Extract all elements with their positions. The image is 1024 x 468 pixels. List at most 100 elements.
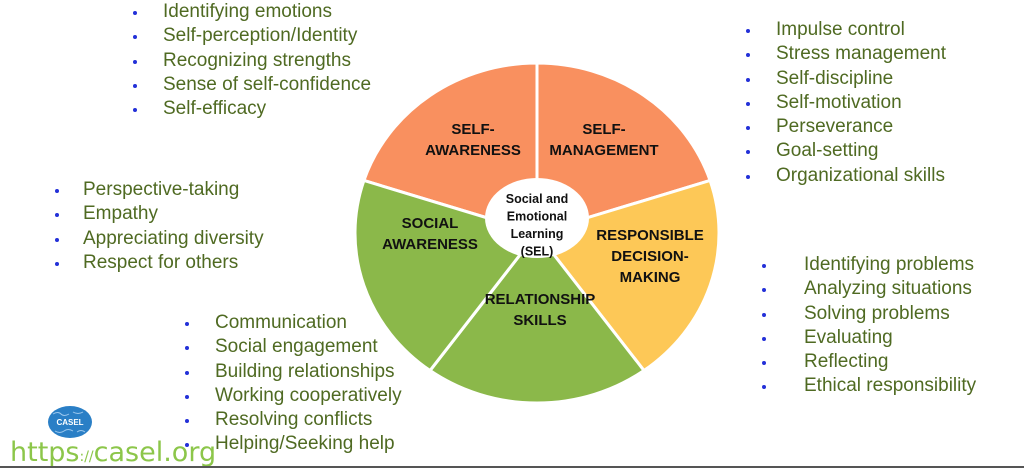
list-item: Working cooperatively xyxy=(185,384,402,408)
list-item-text: Working cooperatively xyxy=(215,384,402,406)
url-host: casel.org xyxy=(93,437,217,468)
list-item-text: Ethical responsibility xyxy=(804,375,977,397)
center-label: Social and xyxy=(506,192,569,206)
list-item-text: Self-discipline xyxy=(776,67,894,89)
list-item: Social engagement xyxy=(185,335,402,359)
bullet-icon xyxy=(762,312,766,317)
list-item-text: Identifying emotions xyxy=(163,1,332,22)
casel-url-link[interactable]: https://casel.org xyxy=(10,437,216,468)
list-item-text: Helping/Seeking help xyxy=(215,433,395,455)
list-item-text: Self-motivation xyxy=(776,91,902,113)
segment-label: MANAGEMENT xyxy=(549,142,658,159)
list-item: Respect for others xyxy=(55,251,264,275)
bullet-icon xyxy=(762,336,766,341)
segment-label: SELF- xyxy=(451,121,494,138)
list-item: Self-perception/Identity xyxy=(133,24,371,48)
center-circle xyxy=(485,178,589,258)
svg-text:CASEL: CASEL xyxy=(56,418,83,427)
list-item-text: Empathy xyxy=(83,203,158,225)
list-item-text: Recognizing strengths xyxy=(163,49,351,71)
bullet-icon xyxy=(746,101,750,106)
list-item: Sense of self-confidence xyxy=(133,73,371,97)
segment-relationship-skills xyxy=(427,230,647,405)
bottom-divider xyxy=(0,466,1024,468)
list-item-text: Evaluating xyxy=(804,326,893,348)
list-item: Resolving conflicts xyxy=(185,408,402,432)
bullet-icon xyxy=(746,174,750,179)
bullet-icon xyxy=(55,261,59,266)
list-item: Stress management xyxy=(746,42,946,66)
segment-label: SKILLS xyxy=(513,312,566,329)
list-item-text: Analyzing situations xyxy=(804,278,972,300)
list-item: Appreciating diversity xyxy=(55,227,264,251)
list-item-text: Impulse control xyxy=(776,19,905,40)
list-item: Helping/Seeking help xyxy=(185,432,402,456)
segment-label: MAKING xyxy=(620,269,681,286)
list-item-text: Building relationships xyxy=(215,360,395,382)
bullet-icon xyxy=(746,29,750,33)
bullet-icon xyxy=(185,394,189,399)
center-label: Learning xyxy=(511,227,564,241)
bullet-icon xyxy=(185,443,189,448)
list-item: Impulse control xyxy=(746,18,946,42)
segment-self-management xyxy=(535,61,713,236)
list-item: Organizational skills xyxy=(746,164,946,188)
segment-label: AWARENESS xyxy=(425,142,521,159)
bullet-icon xyxy=(762,385,766,390)
list-item: Recognizing strengths xyxy=(133,49,371,73)
list-item-text: Goal-setting xyxy=(776,140,879,162)
segment-label: DECISION- xyxy=(611,248,689,265)
list-item: Building relationships xyxy=(185,360,402,384)
segment-label: RESPONSIBLE xyxy=(596,227,704,244)
list-item: Self-motivation xyxy=(746,91,946,115)
bullet-icon xyxy=(133,83,137,88)
bullet-icon xyxy=(762,288,766,293)
list-item: Identifying problems xyxy=(762,253,976,277)
list-item-text: Sense of self-confidence xyxy=(163,73,372,95)
bullet-icon xyxy=(55,189,59,193)
list-item: Ethical responsibility xyxy=(762,374,976,398)
bullet-icon xyxy=(746,77,750,82)
list-item: Perseverance xyxy=(746,115,946,139)
center-label: (SEL) xyxy=(521,245,554,259)
bullet-icon xyxy=(746,126,750,131)
bullet-icon xyxy=(55,237,59,242)
segment-self-awareness xyxy=(361,61,539,236)
list-item: Evaluating xyxy=(762,326,976,350)
list-item: Self-efficacy xyxy=(133,97,371,121)
list-item: Analyzing situations xyxy=(762,277,976,301)
list-item: Reflecting xyxy=(762,350,976,374)
bullet-icon xyxy=(185,419,189,424)
bullet-icon xyxy=(55,213,59,218)
bullet-icon xyxy=(746,53,750,58)
list-item-text: Social engagement xyxy=(215,336,378,358)
bullet-icon xyxy=(746,150,750,155)
list-item-text: Organizational skills xyxy=(776,164,945,186)
list-item-text: Appreciating diversity xyxy=(83,227,264,249)
list-item: Solving problems xyxy=(762,302,976,326)
list-item: Goal-setting xyxy=(746,139,946,163)
segment-label: SOCIAL xyxy=(402,215,459,232)
center-label: Emotional xyxy=(507,210,567,224)
bullet-icon xyxy=(762,361,766,366)
bullet-icon xyxy=(133,59,137,64)
list-item-text: Self-efficacy xyxy=(163,98,267,120)
list-item: Communication xyxy=(185,311,402,335)
segment-label: AWARENESS xyxy=(382,236,478,253)
url-separator: :// xyxy=(79,449,94,465)
list-item-text: Reflecting xyxy=(804,351,889,373)
list-item: Empathy xyxy=(55,202,264,226)
bullet-icon xyxy=(185,322,189,326)
list-item-text: Identifying problems xyxy=(804,254,975,275)
list-item-text: Communication xyxy=(215,312,347,333)
list-item-text: Resolving conflicts xyxy=(215,409,373,431)
list-item-text: Perseverance xyxy=(776,116,894,138)
list-item-text: Self-perception/Identity xyxy=(163,25,358,47)
list-item-text: Respect for others xyxy=(83,251,239,273)
